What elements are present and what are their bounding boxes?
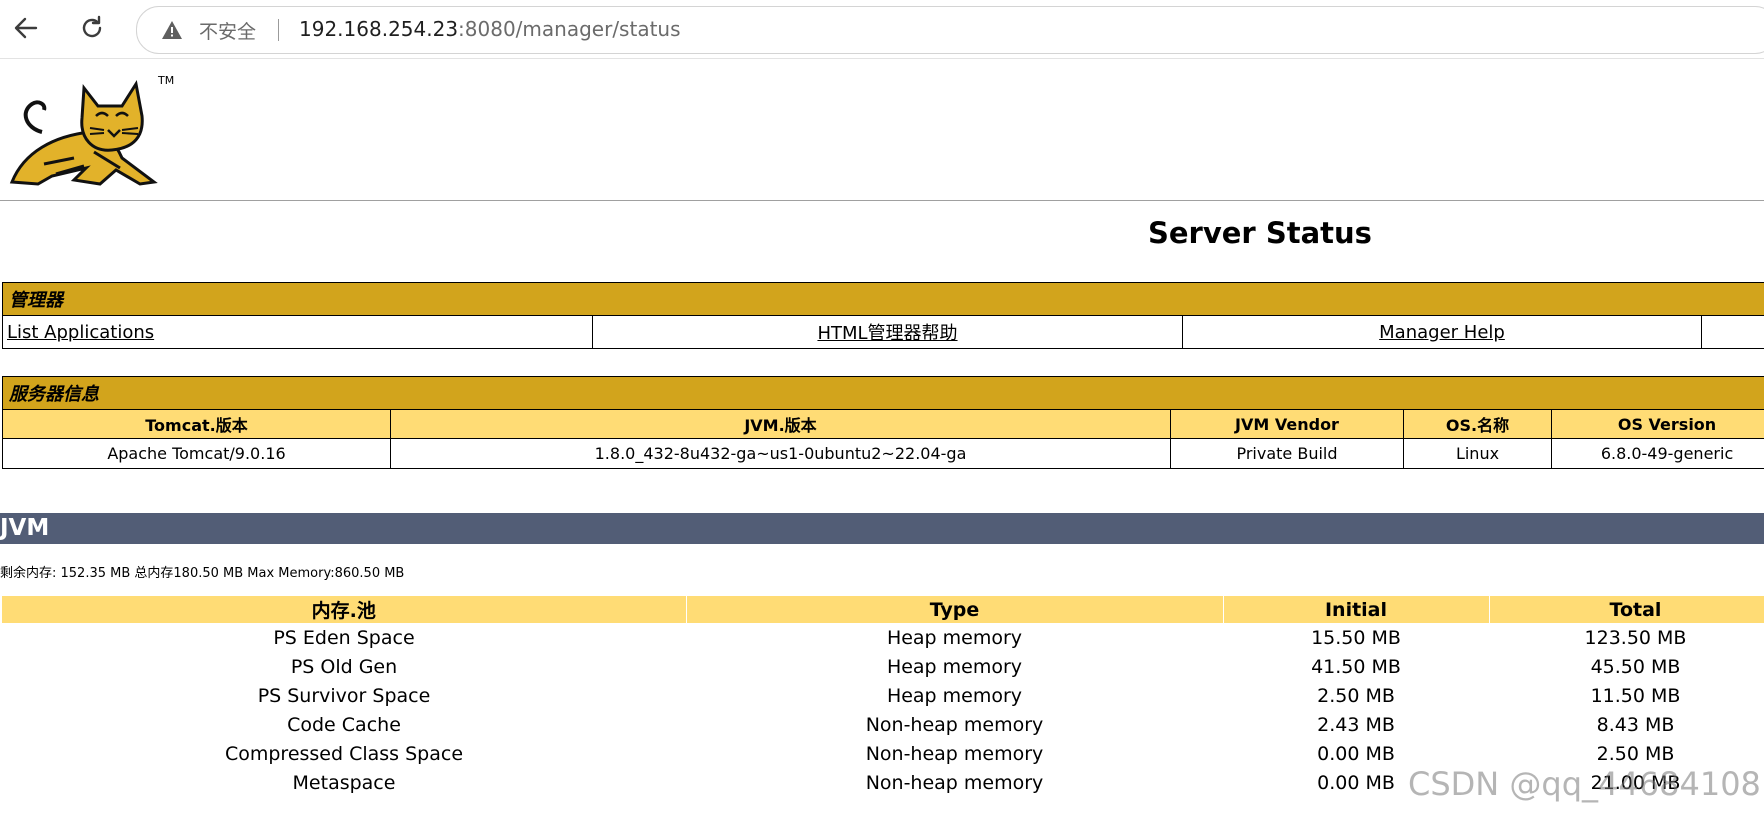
logo-trademark: TM [157, 74, 174, 87]
table-row: PS Old Gen Heap memory 41.50 MB 45.50 MB [2, 652, 1764, 681]
column-header: JVM Vendor [1170, 409, 1404, 439]
reload-icon [82, 15, 102, 38]
pool-total: 21.00 MB [1590, 771, 1681, 794]
arrow-left-icon [14, 17, 38, 39]
pool-name: PS Eden Space [273, 626, 415, 649]
url-path: :8080/manager/status [458, 17, 681, 41]
pool-type: Heap memory [886, 655, 1023, 678]
os-name-value: Linux [1403, 438, 1552, 469]
pool-type: Heap memory [886, 626, 1023, 649]
pool-type: Non-heap memory [865, 713, 1044, 736]
pool-type: Non-heap memory [865, 771, 1044, 794]
jvm-memory-summary: 剩余内存: 152.35 MB 总内存180.50 MB Max Memory:… [0, 566, 405, 581]
tomcat-version-value: Apache Tomcat/9.0.16 [2, 438, 391, 469]
pool-name: PS Old Gen [290, 655, 398, 678]
warning-triangle-icon[interactable] [161, 20, 183, 40]
html-manager-help-link[interactable]: HTML管理器帮助 [817, 323, 958, 344]
jvm-vendor-value: Private Build [1170, 438, 1404, 469]
tomcat-logo[interactable]: TM [4, 72, 180, 190]
pool-type: Non-heap memory [865, 742, 1044, 765]
pool-initial: 2.50 MB [1317, 684, 1395, 707]
manager-table: 管理器 List Applications HTML管理器帮助 Manager … [2, 282, 1764, 349]
column-header: Type [686, 596, 1224, 623]
pool-initial: 0.00 MB [1317, 771, 1395, 794]
back-button[interactable] [8, 10, 44, 46]
csdn-watermark: CSDN @qq_44684108 [1408, 765, 1761, 803]
server-info-heading: 服务器信息 [1, 376, 1764, 410]
address-divider [278, 19, 279, 41]
pool-name: Metaspace [292, 771, 396, 794]
os-version-value: 6.8.0-49-generic [1550, 438, 1764, 469]
header-divider [0, 200, 1764, 201]
table-row: Metaspace Non-heap memory 0.00 MB 21.00 … [2, 768, 1764, 797]
table-row: Compressed Class Space Non-heap memory 0… [2, 739, 1764, 768]
manager-cell [1701, 315, 1764, 349]
column-header: Tomcat.版本 [2, 409, 391, 439]
table-row: PS Survivor Space Heap memory 2.50 MB 11… [2, 681, 1764, 710]
table-row: PS Eden Space Heap memory 15.50 MB 123.5… [2, 623, 1764, 652]
column-header: Initial [1223, 596, 1490, 623]
manager-cell: List Applications [2, 315, 593, 349]
url-text[interactable]: 192.168.254.23:8080/manager/status [299, 17, 681, 41]
memory-pool-table: 内存.池 Type Initial Total PS Eden Space He… [2, 596, 1764, 797]
list-applications-link[interactable]: List Applications [7, 321, 155, 343]
security-label[interactable]: 不安全 [199, 21, 257, 43]
pool-initial: 0.00 MB [1317, 742, 1395, 765]
pool-name: PS Survivor Space [257, 684, 431, 707]
pool-total: 45.50 MB [1590, 655, 1681, 678]
page-title: Server Status [1148, 216, 1372, 250]
pool-total: 2.50 MB [1596, 742, 1675, 765]
column-header: 内存.池 [2, 596, 687, 623]
pool-name: Code Cache [287, 713, 401, 736]
browser-toolbar: 不安全 192.168.254.23:8080/manager/status [0, 0, 1764, 59]
address-bar[interactable]: 不安全 192.168.254.23:8080/manager/status [136, 6, 1764, 54]
pool-initial: 15.50 MB [1311, 626, 1401, 649]
column-header: OS Version [1550, 409, 1764, 439]
pool-initial: 2.43 MB [1317, 713, 1395, 736]
column-header: OS.名称 [1403, 409, 1552, 439]
column-header: Total [1489, 596, 1764, 623]
server-info-table: 服务器信息 Tomcat.版本 JVM.版本 JVM Vendor OS.名称 … [1, 376, 1764, 469]
pool-total: 11.50 MB [1590, 684, 1681, 707]
pool-total: 8.43 MB [1596, 713, 1675, 736]
jvm-version-value: 1.8.0_432-8u432-ga~us1-0ubuntu2~22.04-ga [390, 438, 1171, 469]
manager-help-link[interactable]: Manager Help [1379, 321, 1505, 343]
url-host: 192.168.254.23 [299, 17, 459, 41]
column-header: JVM.版本 [390, 409, 1171, 439]
manager-heading: 管理器 [2, 282, 1764, 316]
pool-total: 123.50 MB [1584, 626, 1687, 649]
pool-type: Heap memory [886, 684, 1023, 707]
pool-initial: 41.50 MB [1311, 655, 1401, 678]
pool-name: Compressed Class Space [224, 742, 464, 765]
manager-cell: Manager Help [1182, 315, 1702, 349]
table-row: Code Cache Non-heap memory 2.43 MB 8.43 … [2, 710, 1764, 739]
manager-cell: HTML管理器帮助 [592, 315, 1183, 349]
reload-button[interactable] [74, 10, 110, 46]
jvm-heading: JVM [0, 513, 1764, 544]
